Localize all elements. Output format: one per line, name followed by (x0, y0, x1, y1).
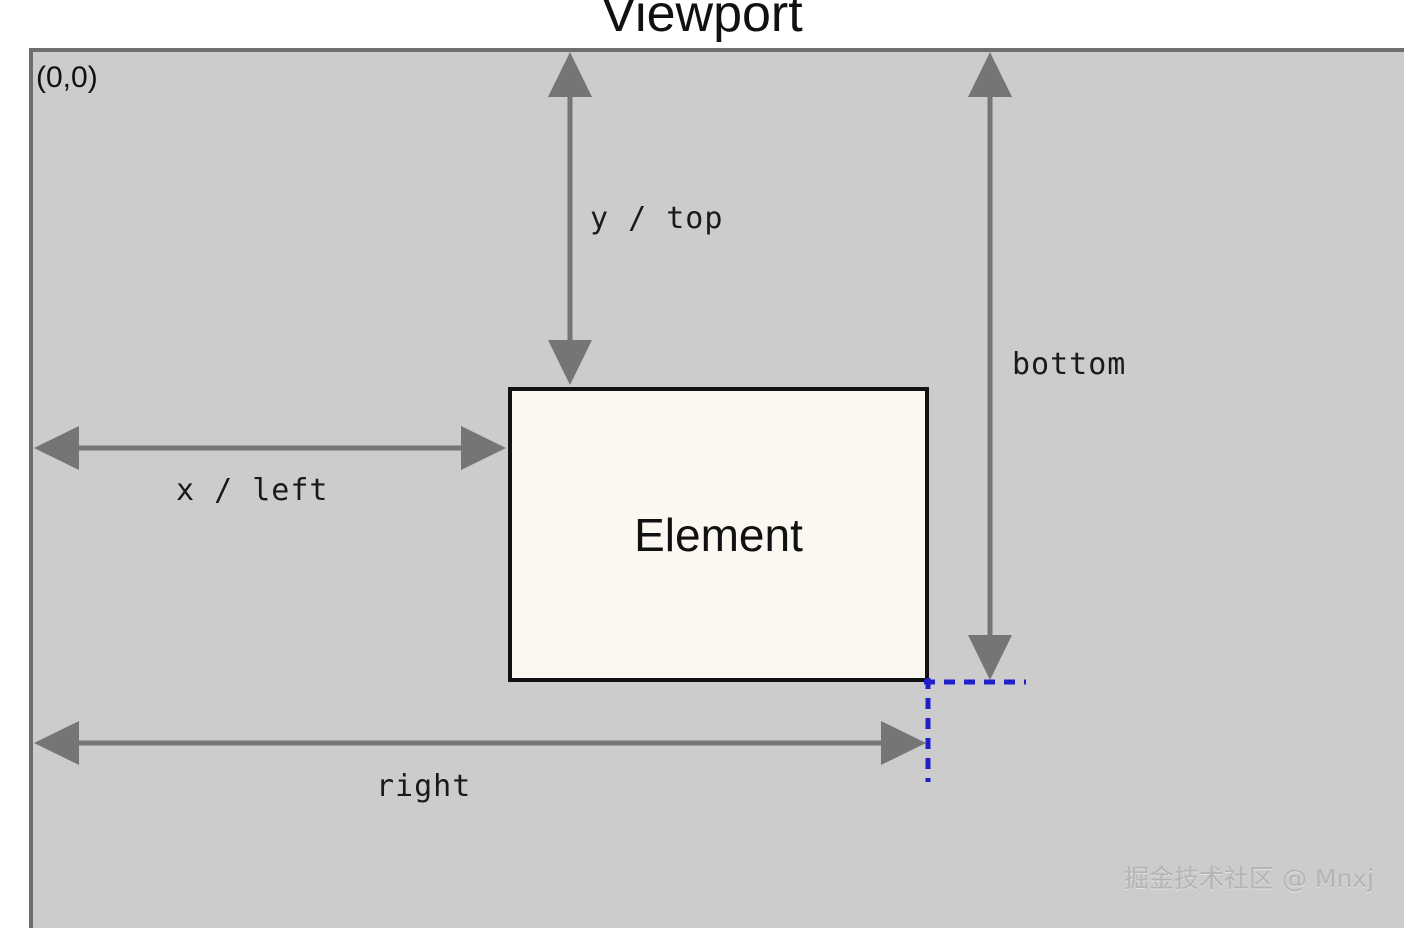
element-label: Element (634, 508, 803, 561)
label-bottom: bottom (1012, 347, 1127, 382)
label-x-left: x / left (176, 473, 329, 508)
origin-coordinate-label: (0,0) (36, 61, 98, 94)
label-right: right (376, 769, 472, 804)
element-rectangle: Element (508, 387, 929, 682)
page-title: Viewport (601, 0, 803, 43)
watermark: 掘金技术社区 @ Mnxj (1124, 864, 1375, 893)
label-y-top: y / top (590, 201, 724, 236)
